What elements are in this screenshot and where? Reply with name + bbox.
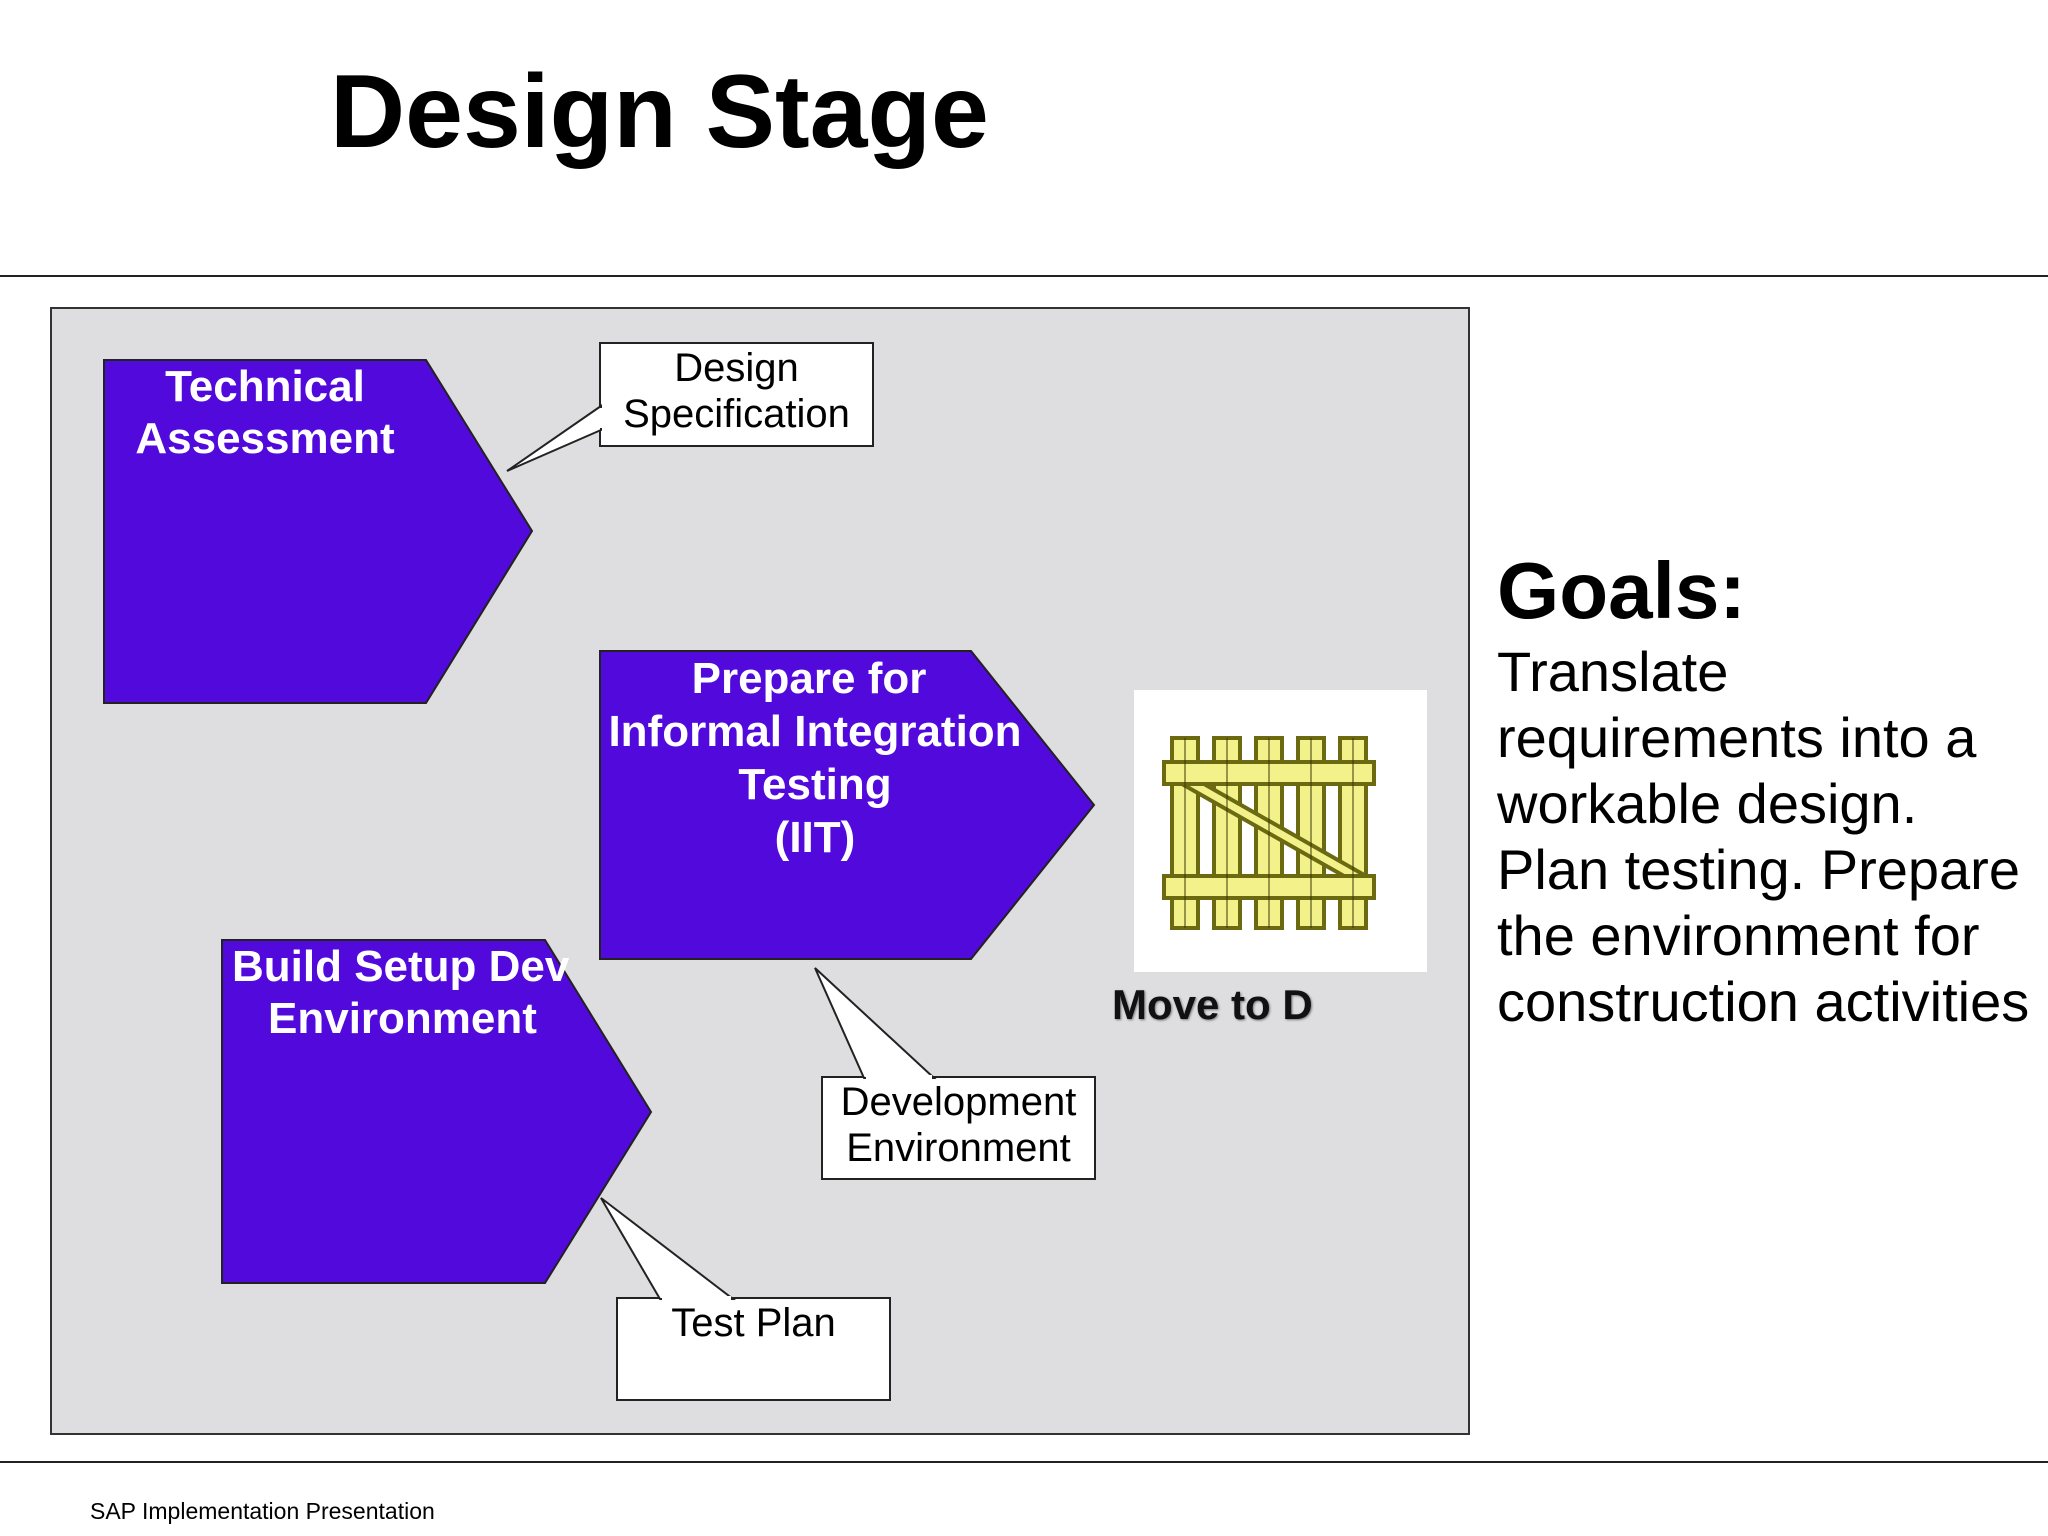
callout-test-plan xyxy=(600,1197,891,1401)
goals-panel: Goals: Translate requirements into a wor… xyxy=(1497,545,2037,1035)
callout-development-environment xyxy=(814,967,1096,1180)
callout-line: Development xyxy=(840,1080,1077,1124)
slide-title: Design Stage xyxy=(330,54,989,170)
gate-icon xyxy=(1162,736,1376,930)
goals-text: Translate requirements into a workable d… xyxy=(1497,640,2030,1033)
step-label-line: Testing xyxy=(738,760,892,809)
step-label-line: Informal Integration xyxy=(608,707,1022,756)
callout-design-specification xyxy=(506,342,874,472)
step-build-setup-shape xyxy=(221,939,653,1284)
process-diagram: Technical Assessment Prepare for Informa… xyxy=(50,307,1470,1435)
gate-icon-box xyxy=(1134,690,1427,972)
diagram-shapes xyxy=(103,342,1096,1401)
callout-line: Specification xyxy=(623,392,850,436)
bottom-divider xyxy=(0,1461,2048,1463)
step-technical-assessment-shape xyxy=(103,359,534,704)
step-label-line: Assessment xyxy=(135,413,395,463)
step-prepare-iit-shape xyxy=(599,650,1096,960)
step-label-line: Technical xyxy=(165,362,365,411)
step-label-line: Prepare for xyxy=(691,654,927,703)
gate-label: Move to D xyxy=(1112,981,1313,1028)
top-divider xyxy=(0,275,2048,277)
callout-line: Environment xyxy=(846,1126,1071,1170)
callout-design-specification-text: Design Specification xyxy=(600,345,873,437)
step-label-line: Environment xyxy=(268,993,537,1043)
step-prepare-iit-label: Prepare for Informal Integration Testing… xyxy=(600,652,1030,864)
step-build-setup-label: Build Setup Dev Environment xyxy=(222,941,612,1045)
goals-heading: Goals: xyxy=(1497,546,1746,635)
step-technical-assessment-label: Technical Assessment xyxy=(104,361,426,465)
callout-development-environment-text: Development Environment xyxy=(822,1079,1095,1171)
callout-test-plan-text: Test Plan xyxy=(617,1300,890,1346)
step-label-line: (IIT) xyxy=(774,813,856,862)
step-label-line: Build Setup Dev xyxy=(232,942,570,991)
callout-line: Test Plan xyxy=(671,1301,836,1345)
callout-line: Design xyxy=(674,346,799,390)
footer-text: SAP Implementation Presentation xyxy=(90,1498,435,1524)
